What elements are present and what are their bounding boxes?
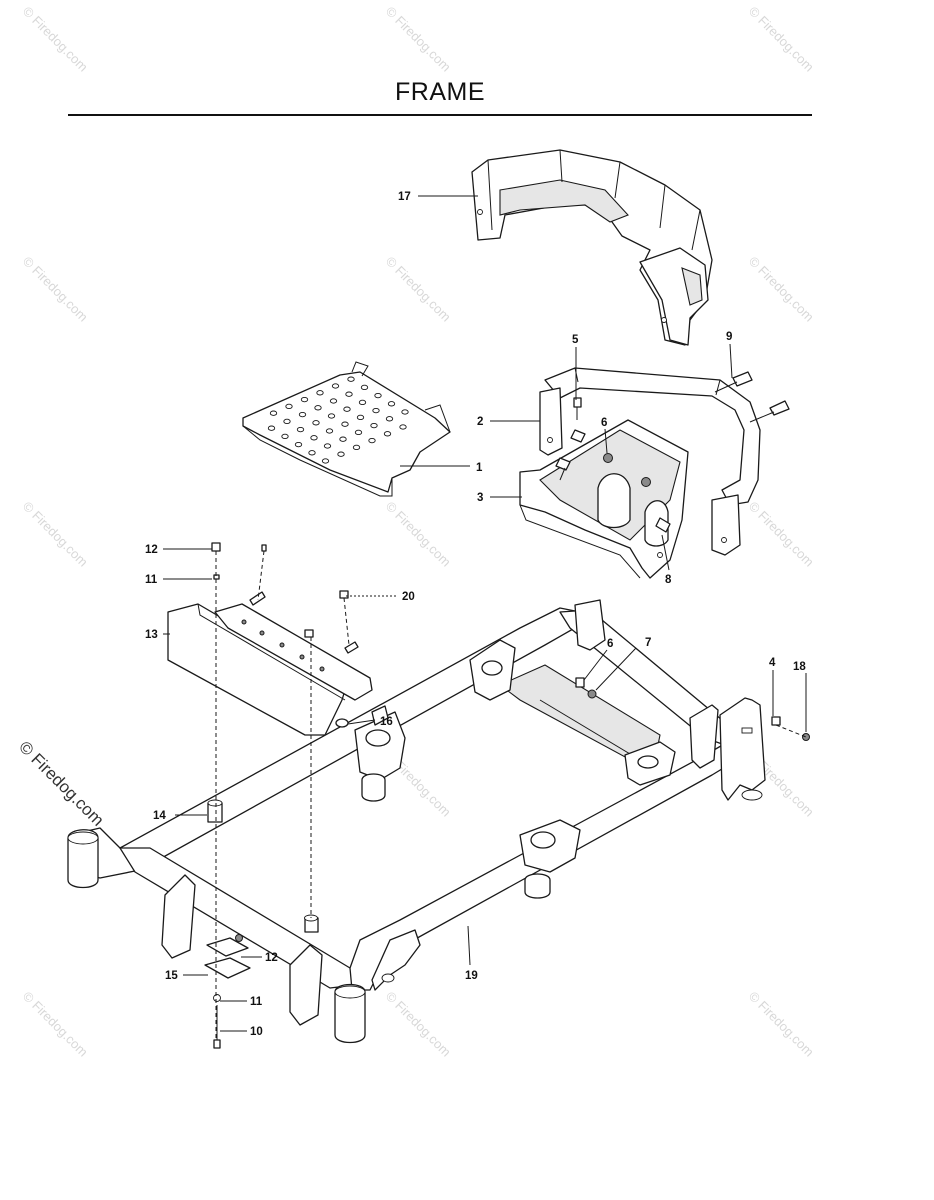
perforation-holes [267, 376, 409, 464]
callout-18: 18 [793, 661, 806, 673]
callout-15: 15 [165, 970, 178, 982]
perforation-hole [310, 435, 318, 441]
callout-19: 19 [465, 970, 478, 982]
part-1-floor-plate [242, 361, 451, 497]
perforation-hole [329, 398, 338, 404]
watermark: © Firedog.com [20, 989, 91, 1060]
perforation-hole [308, 450, 316, 456]
perforation-hole [316, 390, 324, 396]
page-title: FRAME [395, 78, 485, 106]
part-17-shroud [471, 149, 713, 346]
callout-5: 5 [572, 334, 579, 346]
part-9-bolt [714, 371, 790, 423]
watermark: © Firedog.com [383, 254, 454, 325]
perforation-hole [283, 418, 291, 425]
perforation-hole [374, 392, 382, 399]
watermark: © Firedog.com [383, 499, 454, 570]
callout-10: 10 [250, 1026, 263, 1038]
perforation-hole [341, 421, 349, 427]
callout-4: 4 [769, 657, 776, 669]
perforation-hole [356, 414, 365, 421]
console-hardware [204, 542, 810, 1049]
callout-12: 12 [265, 952, 278, 964]
perforation-hole [343, 406, 351, 412]
part-13-console [167, 603, 373, 736]
watermark: © Firedog.com [746, 254, 817, 325]
perforation-hole [298, 411, 307, 418]
callout-7: 7 [645, 637, 651, 649]
watermark: © Firedog.com [20, 4, 91, 75]
callout-6: 6 [607, 638, 613, 650]
perforation-hole [314, 405, 322, 411]
perforation-hole [296, 426, 305, 433]
perforation-hole [294, 441, 303, 448]
part-8-bolt [555, 429, 671, 533]
watermark: © Firedog.com [20, 499, 91, 570]
callout-17: 17 [398, 191, 411, 203]
leader-lines [163, 195, 807, 1032]
perforation-hole [325, 428, 334, 434]
perforation-hole [358, 399, 367, 406]
perforation-hole [285, 403, 293, 410]
watermark: © Firedog.com [746, 989, 817, 1060]
perforation-hole [267, 425, 276, 431]
perforation-hole [352, 444, 361, 451]
callout-11: 11 [145, 574, 158, 586]
perforation-hole [368, 437, 376, 444]
callout-16: 16 [380, 716, 393, 728]
title-rule [68, 114, 812, 116]
watermark: © Firedog.com [746, 499, 817, 570]
perforation-hole [385, 416, 394, 422]
part-6-nut [603, 453, 651, 487]
perforation-hole [354, 429, 363, 436]
callout-9: 9 [726, 331, 732, 343]
perforation-hole [300, 396, 309, 403]
watermark-layer: © Firedog.com © Firedog.com © Firedog.co… [15, 4, 817, 1060]
perforation-hole [372, 407, 380, 414]
watermark: © Firedog.com [20, 254, 91, 325]
perforation-hole [370, 422, 378, 429]
perforation-hole [323, 443, 332, 449]
callout-2: 2 [477, 416, 483, 428]
perforation-hole [321, 458, 330, 464]
perforation-hole [360, 384, 369, 391]
callout-14: 14 [153, 810, 166, 822]
part-5-bolt [573, 397, 582, 420]
callout-20: 20 [402, 591, 415, 603]
callout-12: 12 [145, 544, 158, 556]
seat-hardware [555, 371, 790, 533]
perforation-hole [347, 376, 355, 382]
callout-13: 13 [145, 629, 158, 641]
callout-labels: 17 5 9 2 6 1 3 8 12 11 20 13 7 6 4 18 16… [145, 191, 806, 1038]
perforation-hole [281, 433, 289, 440]
assembly-lines [215, 550, 807, 1040]
callout-3: 3 [477, 492, 483, 504]
perforation-hole [331, 383, 340, 389]
perforation-hole [399, 424, 407, 430]
callout-11: 11 [250, 996, 263, 1008]
watermark: © Firedog.com [383, 989, 454, 1060]
perforation-hole [401, 409, 409, 415]
perforation-hole [337, 451, 345, 457]
perforation-hole [387, 401, 396, 407]
perforation-hole [327, 413, 336, 419]
watermark: © Firedog.com [746, 4, 817, 75]
callout-8: 8 [665, 574, 672, 586]
perforation-hole [269, 410, 278, 416]
perforation-hole [312, 420, 320, 426]
watermark: © Firedog.com [383, 4, 454, 75]
watermark-large: © Firedog.com [15, 737, 107, 829]
perforation-hole [383, 431, 392, 437]
callout-6: 6 [601, 417, 607, 429]
callout-1: 1 [476, 462, 483, 474]
perforation-hole [345, 391, 353, 397]
part-19-chassis-frame [67, 599, 766, 1044]
perforation-hole [339, 436, 347, 442]
